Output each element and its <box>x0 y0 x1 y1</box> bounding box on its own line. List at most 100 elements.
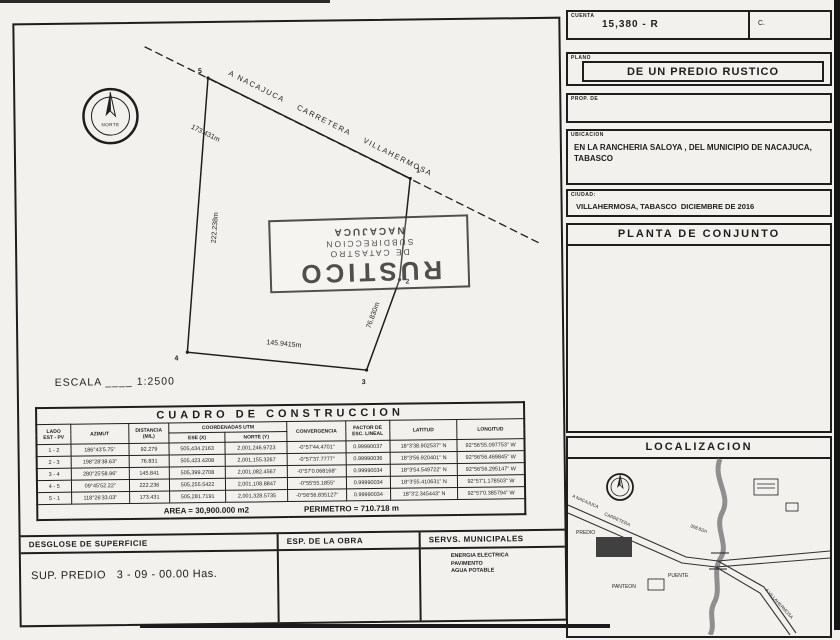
ciudad-box: CIUDAD: VILLAHERMOSA, TABASCO DICIEMBRE … <box>566 189 832 217</box>
vertex-label-3: 3 <box>362 379 366 386</box>
bottom-strip: DESGLOSE DE SUPERFICIE ESP. DE LA OBRA S… <box>20 528 566 626</box>
cuenta-box: CUENTA 15,380 - R C. <box>566 10 832 40</box>
table-cell: 4 - 5 <box>36 480 72 493</box>
desglose-title: DESGLOSE DE SUPERFICIE <box>28 538 148 550</box>
plano-value: DE UN PREDIO RUSTICO <box>582 61 824 82</box>
vertex-label-4: 4 <box>174 355 178 362</box>
table-cell: 1 - 2 <box>36 444 71 457</box>
survey-sheet-frame: NORTE 5 1 2 3 4 173.431m 222.238m 145.94… <box>12 16 568 628</box>
esp-obra-title: ESP. DE LA OBRA <box>286 536 364 547</box>
table-cell: 18°3'56.920401" N <box>389 451 458 465</box>
vertex-label-1: 1 <box>416 167 420 174</box>
table-cell: 505,399.2708 <box>169 466 226 479</box>
header-latitud: LATITUD <box>389 419 458 441</box>
cuenta-label: CUENTA <box>571 13 595 19</box>
planta-title: PLANTA DE CONJUNTO <box>568 225 830 246</box>
table-cell: 18°3'54.549722" N <box>390 463 458 477</box>
measure-side-4-5: 222.238m <box>211 212 220 244</box>
plot-drawing-area: NORTE 5 1 2 3 4 173.431m 222.238m 145.94… <box>14 19 559 404</box>
title-block-column: CUENTA 15,380 - R C. PLANO DE UN PREDIO … <box>566 10 832 638</box>
table-cell: -0°57'0.068168" <box>287 464 347 478</box>
table-cell: 18°3'55.410631" N <box>390 475 458 489</box>
area-value: AREA = 30,900.000 m2 <box>163 505 250 516</box>
localizacion-box: LOCALIZACION <box>566 436 832 638</box>
table-cell: 2,001,328.5735 <box>225 489 289 503</box>
north-compass-icon: NORTE <box>82 87 139 145</box>
table-cell: 2 - 3 <box>36 456 71 469</box>
table-cell: 92°56'56.295147" W <box>457 462 525 476</box>
header-azimut: AZIMUT <box>70 423 129 445</box>
map-label-distance: 308.82m <box>690 523 708 534</box>
vertex-marks <box>185 76 412 372</box>
vertex-label-2: 2 <box>405 279 409 286</box>
table-cell: 118°26'33.03" <box>71 491 130 505</box>
servs-header: SERVS. MUNICIPALES <box>420 530 565 550</box>
catastro-stamp: RUSTICO DE CATASTRO SUBDIRECCION NACAJUC… <box>268 214 471 294</box>
table-cell: 280°25'58.96" <box>70 467 130 481</box>
table-cell: 505,423.4208 <box>169 454 226 467</box>
table-cell: 92°57'1.178503" W <box>457 474 526 488</box>
table-cell: 76.831 <box>128 454 170 468</box>
cuenta-divider <box>748 12 750 38</box>
parcel-polygon <box>186 76 412 371</box>
prop-box: PROP. DE <box>566 93 832 123</box>
bridge-marks <box>709 552 729 570</box>
localizacion-map-svg: A NACAJUCA CARRETERA 308.82m PREDIO PUEN… <box>567 458 831 637</box>
planta-de-conjunto-box: PLANTA DE CONJUNTO <box>566 223 832 433</box>
plano-label: PLANO <box>571 55 591 61</box>
table-cell: 0.99990034 <box>346 488 391 501</box>
esp-obra-body <box>278 549 422 623</box>
table-cell: 92°56'55.097753" W <box>457 438 525 452</box>
table-cell: 198°28'38.63" <box>70 455 130 469</box>
table-cell: 505,255.5422 <box>169 478 226 491</box>
serv-item: AGUA POTABLE <box>451 567 495 575</box>
plot-svg: NORTE 5 1 2 3 4 173.431m 222.238m 145.94… <box>82 46 540 386</box>
predio-rect <box>596 537 632 557</box>
ubicacion-box: UBICACION EN LA RANCHERIA SALOYA , DEL M… <box>566 129 832 185</box>
table-cell: 92°56'56.469845" W <box>457 450 525 464</box>
map-label-a-nacajuca: A NACAJUCA <box>572 493 600 509</box>
map-label-carretera: CARRETERA <box>604 511 631 527</box>
map-label-predio: PREDIO <box>576 530 595 536</box>
header-distancia: DISTANCIA(M/L) <box>128 422 169 444</box>
esp-obra-header: ESP. DE LA OBRA <box>278 532 421 552</box>
scan-edge-bottom <box>140 624 610 628</box>
stamp-word: RUSTICO <box>296 255 443 290</box>
building-rects <box>753 478 799 512</box>
table-cell: 186°43'5.75" <box>70 443 129 457</box>
panteon-rect <box>647 578 665 591</box>
table-cell: 92.279 <box>128 442 170 456</box>
map-label-panteon: PANTEON <box>612 584 636 590</box>
table-cell: -0°55'55.1855" <box>287 476 347 490</box>
header-este-x: ESE (X) <box>168 432 226 443</box>
table-cell: 2,001,082.4567 <box>225 465 288 479</box>
map-label-puente: PUENTE <box>668 573 689 579</box>
localizacion-title: LOCALIZACION <box>568 438 830 459</box>
table-cell: 505,281.7191 <box>169 490 226 503</box>
table-cell: 2,001,108.8847 <box>225 477 288 491</box>
perimetro-value: PERIMETRO = 710.718 m <box>303 503 399 514</box>
prop-label: PROP. DE <box>571 96 599 102</box>
table-cell: 0.99990034 <box>346 476 391 489</box>
header-longitud: LONGITUD <box>456 418 525 440</box>
vertex-label-5: 5 <box>198 68 202 75</box>
table-cell: 92°57'0.385794" W <box>457 486 526 500</box>
measure-side-3-4: 145.9415m <box>266 339 302 349</box>
scan-edge-right <box>834 0 840 630</box>
table-cell: 0.99990037 <box>345 440 390 453</box>
sup-predio-cell: SUP. PREDIO 3 - 09 - 00.00 Has. <box>20 551 280 626</box>
table-cell: 505,434.2163 <box>168 442 226 455</box>
header-convergencia: CONVERGENCIA <box>287 420 346 442</box>
north-compass-label: NORTE <box>101 122 119 127</box>
road-name-label: A NACAJUCA CARRETERA VILLAHERMOSA <box>227 68 434 178</box>
table-cell: 5 - 1 <box>37 492 72 505</box>
ubicacion-label: UBICACION <box>571 132 604 138</box>
measure-side-2-3: 76.830m <box>366 301 382 329</box>
map-north-icon <box>606 473 634 501</box>
ciudad-label: CIUDAD: <box>571 192 596 198</box>
plano-box: PLANO DE UN PREDIO RUSTICO <box>566 52 832 86</box>
